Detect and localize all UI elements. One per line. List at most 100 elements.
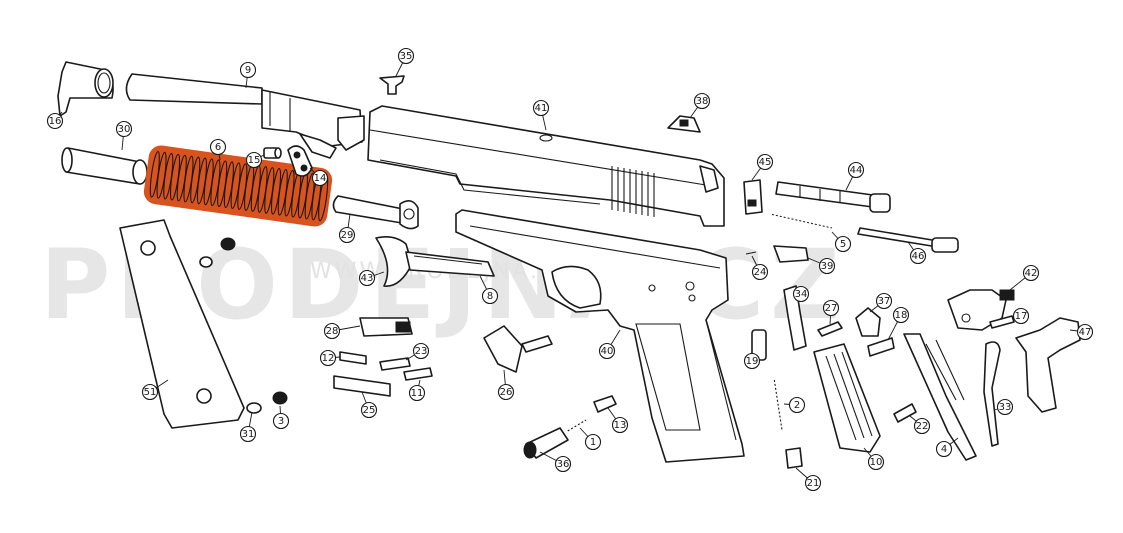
callout-circle (834, 235, 852, 253)
callout-number: 25 (363, 405, 376, 416)
part-grip-screws-upper[interactable] (199, 237, 236, 268)
callout-number: 40 (601, 346, 614, 357)
callout-circle (788, 396, 806, 414)
callout-circle (319, 349, 337, 367)
callout-6: 6 (209, 138, 227, 161)
part-18-pin[interactable] (867, 337, 895, 357)
callout-number: 39 (821, 261, 834, 272)
part-15-pin[interactable] (263, 147, 282, 159)
callout-35: 35 (395, 47, 415, 77)
callout-number: 46 (912, 251, 925, 262)
callout-number: 22 (916, 421, 929, 432)
callout-number: 38 (696, 96, 709, 107)
callout-31: 31 (239, 411, 257, 443)
callout-number: 18 (895, 310, 908, 321)
part-24-pin[interactable] (745, 251, 757, 255)
callout-circle (804, 474, 822, 492)
part-30-plug[interactable] (61, 147, 148, 185)
callout-28: 28 (323, 322, 361, 340)
part-14-link[interactable] (287, 145, 313, 177)
callout-circle (239, 61, 257, 79)
callout-number: 36 (557, 459, 570, 470)
part-51-grip-panel[interactable] (119, 219, 245, 429)
part-8-trigger-bow[interactable] (405, 251, 495, 277)
callout-circle (611, 416, 629, 434)
part-35-front-sight[interactable] (379, 75, 405, 95)
part-2-mainspring[interactable] (771, 377, 785, 431)
part-29-recoil-spring-guide[interactable] (332, 195, 419, 230)
callout-30: 30 (115, 120, 133, 151)
part-38-rear-sight[interactable] (667, 115, 701, 133)
part-28-magazine-catch[interactable] (359, 317, 413, 337)
callout-51: 51 (141, 379, 169, 401)
callout-circle (115, 120, 133, 138)
part-3-bushing[interactable] (272, 391, 288, 405)
callout-40: 40 (598, 329, 621, 360)
part-42-hammer[interactable] (947, 289, 1015, 331)
part-1-spring[interactable] (565, 418, 587, 434)
part-36-plunger[interactable] (523, 427, 569, 459)
callout-number: 21 (807, 478, 820, 489)
part-22-pin[interactable] (893, 403, 917, 423)
callout-34: 34 (792, 285, 810, 303)
part-43-trigger[interactable] (375, 236, 413, 287)
part-11-pin[interactable] (403, 367, 433, 381)
part-40-frame[interactable] (455, 209, 745, 463)
part-34-disconnector[interactable] (783, 285, 807, 351)
callout-number: 27 (825, 303, 838, 314)
part-45-firing-pin-stop[interactable] (743, 179, 763, 215)
part-33-grip-safety[interactable] (983, 341, 1001, 447)
callout-number: 5 (840, 239, 846, 250)
callout-33: 33 (993, 398, 1014, 416)
callout-circle (935, 440, 953, 458)
part-39-slide-stop-plunger[interactable] (773, 245, 809, 263)
callout-46: 46 (907, 241, 927, 265)
part-10-mainspring-housing[interactable] (813, 343, 881, 453)
callout-number: 16 (49, 116, 62, 127)
part-44-extractor[interactable] (775, 181, 891, 213)
part-41-slide[interactable] (367, 105, 725, 227)
callout-circle (408, 384, 426, 402)
callout-5: 5 (831, 231, 852, 253)
callout-number: 28 (326, 326, 339, 337)
callout-number: 51 (144, 387, 157, 398)
part-26-magazine-catch-lock[interactable] (483, 325, 553, 373)
callout-number: 13 (614, 420, 627, 431)
callout-10: 10 (863, 447, 885, 471)
part-46-firing-pin[interactable] (857, 227, 959, 253)
part-4-sear-spring[interactable] (903, 333, 977, 461)
part-23-pin[interactable] (379, 357, 411, 371)
callout-circle (323, 322, 341, 340)
callout-number: 12 (322, 353, 335, 364)
callout-circle (209, 138, 227, 156)
callout-number: 9 (245, 65, 251, 76)
callout-number: 8 (487, 291, 493, 302)
part-27-pin[interactable] (817, 321, 843, 337)
callout-number: 30 (118, 124, 131, 135)
callout-number: 10 (870, 457, 883, 468)
callout-9: 9 (239, 61, 257, 89)
callout-36: 36 (539, 451, 572, 473)
part-13-screw[interactable] (593, 395, 617, 413)
part-37-sear[interactable] (855, 307, 881, 337)
callout-number: 31 (242, 429, 255, 440)
callout-circle (358, 269, 376, 287)
callout-11: 11 (408, 379, 426, 402)
part-17-pin[interactable] (989, 315, 1015, 329)
callout-15: 15 (245, 151, 265, 169)
part-25-pin[interactable] (333, 375, 391, 397)
part-21-cap[interactable] (785, 447, 803, 469)
part-9-barrel[interactable] (125, 73, 365, 159)
callout-18: 18 (887, 306, 910, 341)
callout-number: 42 (1025, 268, 1038, 279)
callout-circle (693, 92, 711, 110)
part-6-recoil-spring-highlighted[interactable] (143, 144, 333, 227)
part-31-grip-screw[interactable] (246, 402, 262, 414)
callout-26: 26 (497, 369, 515, 401)
part-47-grip-safety[interactable] (1015, 317, 1081, 413)
part-12-pin[interactable] (339, 351, 367, 365)
part-16-barrel-bushing[interactable] (57, 61, 114, 117)
part-5-firing-pin-spring[interactable] (769, 212, 833, 230)
callout-circle (743, 352, 761, 370)
